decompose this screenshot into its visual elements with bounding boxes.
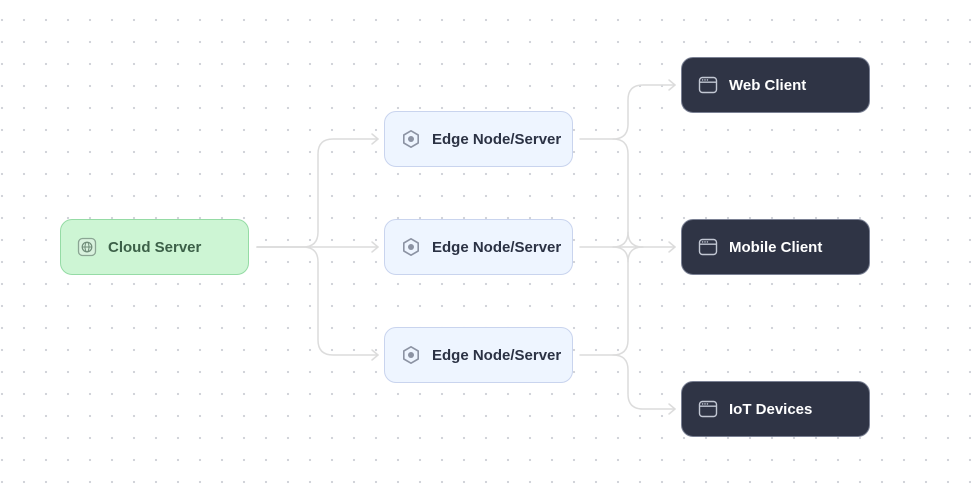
hexagon-icon (401, 129, 421, 149)
edge-node-2[interactable]: Edge Node/Server (384, 219, 573, 275)
connector-bus-upper (612, 138, 644, 248)
arrow-head-iot-devices (668, 403, 676, 415)
edge-node-label: Edge Node/Server (432, 238, 562, 256)
hexagon-icon (401, 345, 421, 365)
globe-icon (77, 237, 97, 257)
iot-devices-label: IoT Devices (729, 400, 813, 418)
arrow-head-edge-2 (371, 241, 379, 253)
cloud-server-label: Cloud Server (108, 238, 202, 256)
connector-edge-iot-devices (579, 354, 676, 410)
web-client-label: Web Client (729, 76, 807, 94)
web-client-node[interactable]: Web Client (681, 57, 870, 113)
edge-node-3[interactable]: Edge Node/Server (384, 327, 573, 383)
arrow-head-edge-1 (371, 133, 379, 145)
mobile-client-label: Mobile Client (729, 238, 823, 256)
connector-cloud-edge-1 (256, 138, 379, 248)
hexagon-icon (401, 237, 421, 257)
cloud-server-node[interactable]: Cloud Server (60, 219, 249, 275)
browser-window-icon (698, 399, 718, 419)
connector-bus-lower (612, 246, 644, 356)
iot-devices-node[interactable]: IoT Devices (681, 381, 870, 437)
connector-edge-web-client (579, 84, 676, 140)
browser-window-icon (698, 75, 718, 95)
arrow-head-edge-3 (371, 349, 379, 361)
arrow-head-web-client (668, 79, 676, 91)
connector-merge-upper (612, 231, 629, 248)
edge-node-label: Edge Node/Server (432, 130, 562, 148)
edge-node-label: Edge Node/Server (432, 346, 562, 364)
connector-merge-lower (612, 246, 629, 263)
edge-node-1[interactable]: Edge Node/Server (384, 111, 573, 167)
connector-cloud-edge-3 (256, 246, 379, 356)
browser-window-icon (698, 237, 718, 257)
mobile-client-node[interactable]: Mobile Client (681, 219, 870, 275)
arrow-head-mobile-client (668, 241, 676, 253)
